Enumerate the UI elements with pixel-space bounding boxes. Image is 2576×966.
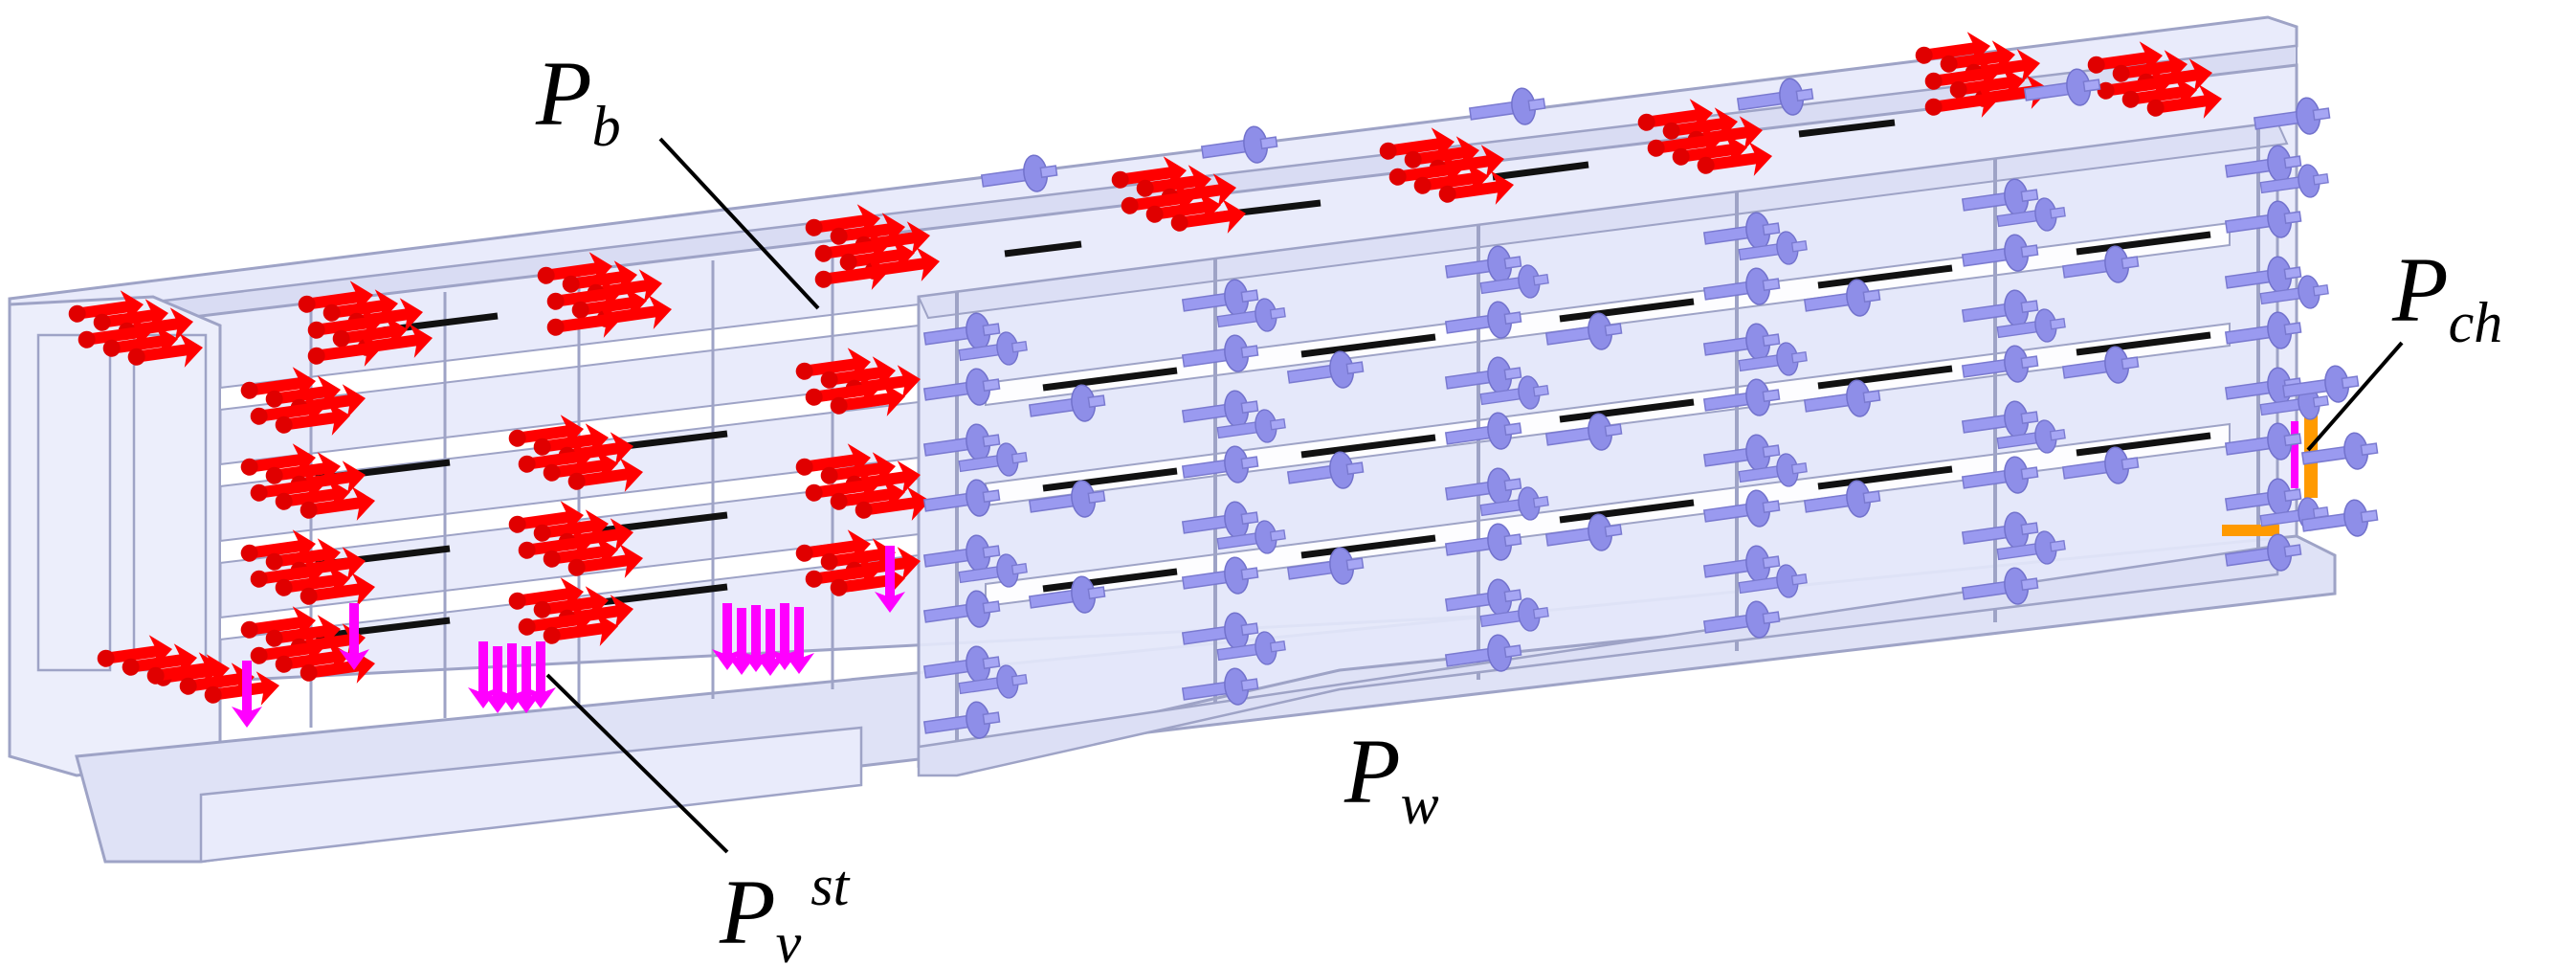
leader-line-pch: [2306, 341, 2404, 452]
end-wall: [8, 295, 222, 777]
label-pb: Pb: [535, 42, 621, 158]
underframe: [199, 726, 863, 864]
leader-line-pvst: [545, 673, 729, 854]
front-rods: [1042, 231, 2211, 593]
front-top-rail: [917, 121, 2289, 320]
end-wall-panel-left: [36, 333, 112, 672]
label-pvst: Pvst: [719, 854, 851, 966]
leader-line-pb: [658, 137, 820, 310]
leader-lines: [545, 137, 2404, 854]
label-pw: Pw: [1344, 720, 1439, 836]
label-pch: Pch: [2391, 238, 2502, 354]
wagon-body: [8, 15, 2337, 864]
